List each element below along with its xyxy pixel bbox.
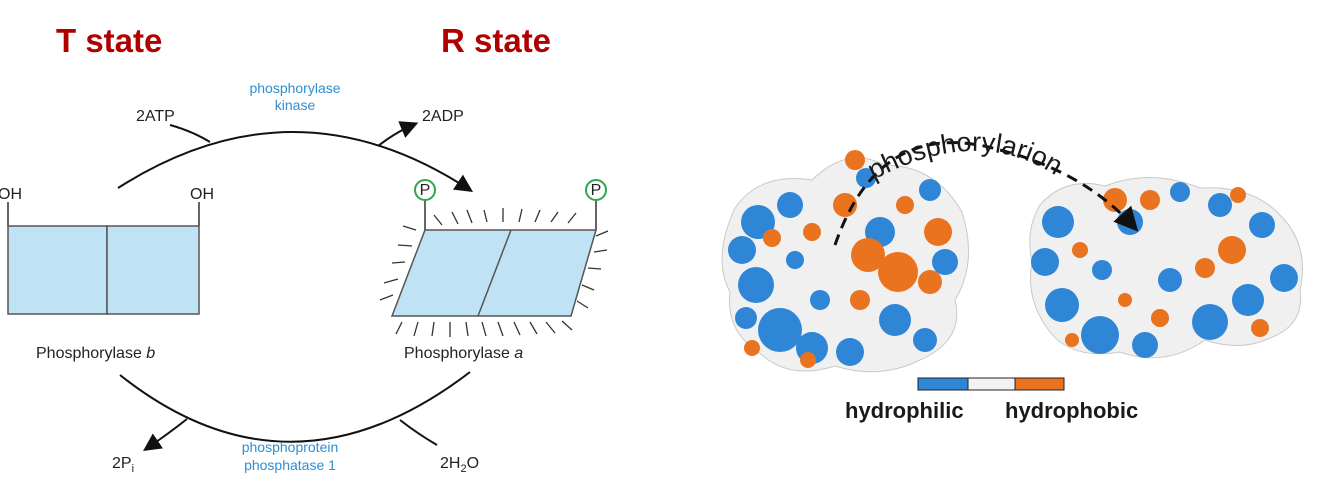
phosphorylase-cycle-diagram: 2ATP 2ADP phosphorylase kinase OH OH Pho… (0, 80, 609, 475)
adp-output-arrow (377, 121, 419, 147)
pi-output-arrow (143, 418, 188, 452)
protein-surface-r-state (1029, 177, 1303, 359)
adp-label: 2ADP (422, 108, 464, 125)
phosphorylase-b: OH OH Phosphorylase b (0, 186, 214, 362)
kinase-label-line2: kinase (275, 97, 316, 113)
phosphorylase-a-label: Phosphorylase a (404, 345, 523, 362)
oh-group-left: OH (0, 186, 22, 203)
legend-neutral-swatch (967, 377, 1016, 391)
kinase-label-line1: phosphorylase (249, 80, 340, 96)
water-label: 2H2O (440, 455, 479, 475)
legend-hydrophobic-swatch (1014, 377, 1065, 391)
legend-hydrophilic-label: hydrophilic (845, 398, 964, 423)
phosphorylase-a: P P Phosphorylase a (379, 179, 609, 362)
oh-group-right: OH (190, 186, 214, 203)
top-conversion-arrow (117, 131, 474, 192)
phosphate-circle-left (414, 179, 436, 201)
t-state-title: T state (56, 22, 163, 59)
subunit-right-b (106, 225, 200, 315)
phosphate-circle-right (585, 179, 607, 201)
bottom-conversion-arrow (119, 371, 471, 443)
legend-hydrophilic-swatch (917, 377, 969, 391)
water-input-arrow (399, 419, 438, 446)
r-state-title: R state (441, 22, 552, 59)
atp-label: 2ATP (136, 108, 175, 125)
phosphatase-label-line1: phosphoprotein (242, 439, 339, 455)
phosphatase-label-line2: phosphatase 1 (244, 457, 336, 473)
phosphorylation-arrow (833, 141, 1139, 246)
protein-surface-t-state (721, 150, 970, 373)
hydrophobicity-legend: hydrophilic hydrophobic (845, 377, 1138, 423)
activity-rays (379, 208, 609, 337)
atp-input-arrow (169, 124, 211, 143)
phosphate-label-right: P (591, 182, 602, 199)
phosphorylation-label: phosphorylarion (863, 127, 1068, 185)
phosphate-label-left: P (420, 182, 431, 199)
legend-hydrophobic-label: hydrophobic (1005, 398, 1138, 423)
phosphorylase-b-label: Phosphorylase b (36, 345, 155, 362)
pi-label: 2Pi (112, 455, 134, 475)
